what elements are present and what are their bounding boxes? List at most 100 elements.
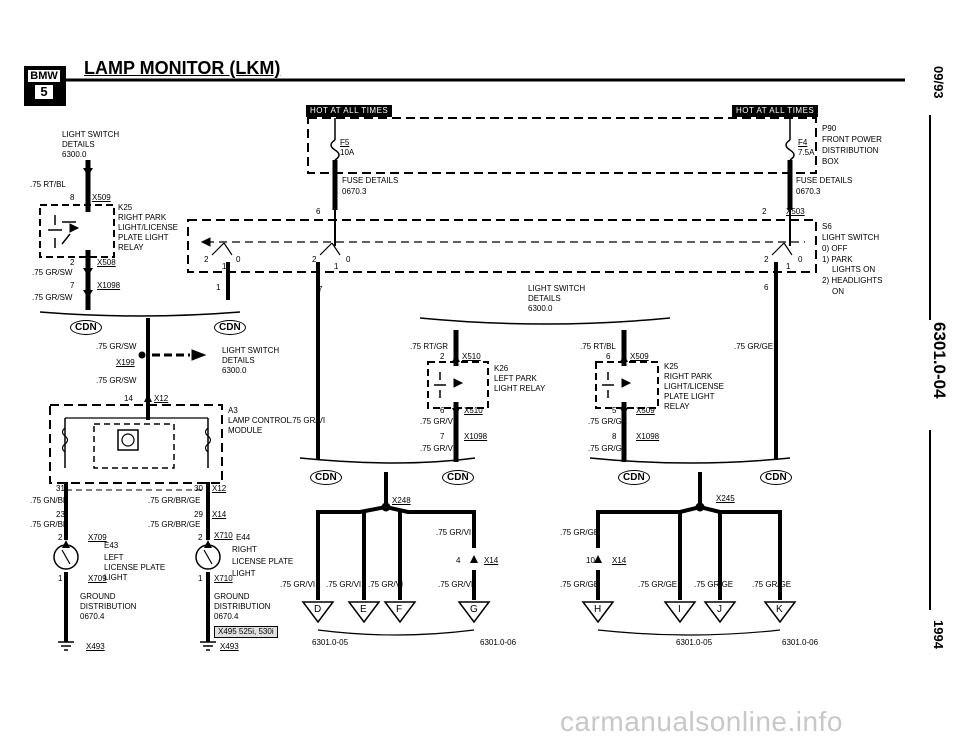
connector-f[interactable]: F xyxy=(396,604,403,615)
pin-label: 5 xyxy=(612,406,617,415)
connector-g[interactable]: G xyxy=(470,604,478,615)
wire-label: .75 GR/VI xyxy=(290,416,326,425)
wire-label: .75 GR/SW xyxy=(96,342,137,351)
lamp-id: E44 xyxy=(236,533,251,542)
pin-label: 8 xyxy=(70,193,75,202)
watermark: carmanualsonline.info xyxy=(560,706,843,737)
connector-label: X509 xyxy=(92,193,111,202)
cdn-oval: CDN xyxy=(310,470,342,485)
connector-label: X14 xyxy=(212,510,227,519)
pin-label: 6 xyxy=(606,352,611,361)
page-ref-link[interactable]: 6301.0-06 xyxy=(480,638,517,647)
switch-pos: 0 xyxy=(798,255,803,264)
connector-label: X1098 xyxy=(636,432,660,441)
cdn-oval: CDN xyxy=(618,470,650,485)
bmw-logo: BMW 5 xyxy=(24,66,66,106)
connector-label: X509 xyxy=(636,406,655,415)
cdn-oval: CDN xyxy=(442,470,474,485)
pin-label: 7 xyxy=(318,285,323,294)
connector-label: X510 xyxy=(462,352,481,361)
wire-label: .75 GR/GE xyxy=(588,417,628,426)
connector-label: X1098 xyxy=(97,281,121,290)
fuse-f4-amp: 7.5A xyxy=(798,148,815,157)
pin-label: 10 xyxy=(586,556,595,565)
fuse-f4: F4 xyxy=(798,138,808,147)
pin-label: 2 xyxy=(440,352,445,361)
wire-label: .75 GR/VI xyxy=(368,580,404,589)
connector-k[interactable]: K xyxy=(776,604,783,615)
wire-label: .75 RT/BL xyxy=(580,342,616,351)
connector-label: X12 xyxy=(154,394,169,403)
wire-label: .75 GR/VI xyxy=(280,580,316,589)
connector-label: X12 xyxy=(212,484,227,493)
pin-label: 7 xyxy=(440,432,445,441)
connector-label: X510 xyxy=(464,406,483,415)
connector-label: X509 xyxy=(630,352,649,361)
wire-label: .75 GR/VI xyxy=(436,528,472,537)
pin-label: 6 xyxy=(440,406,445,415)
year: 1994 xyxy=(931,620,946,649)
logo-brand: BMW xyxy=(27,69,61,83)
connector-label: X709 xyxy=(88,533,107,542)
wire-label: .75 GR/SW xyxy=(32,293,73,302)
pin-label: 29 xyxy=(194,510,203,519)
connector-d[interactable]: D xyxy=(314,604,322,615)
connector-label: X14 xyxy=(612,556,627,565)
connector-i[interactable]: I xyxy=(678,604,681,615)
connector-label: X493 xyxy=(86,642,105,651)
pin-label: 2 xyxy=(198,533,203,542)
switch-pos: 1 xyxy=(334,262,339,271)
wire-label: .75 GR/GE xyxy=(560,528,600,537)
wire-label: .75 GR/VI xyxy=(420,417,456,426)
wire-label: .75 GR/VI xyxy=(438,580,474,589)
connector-label: X503 xyxy=(786,207,805,216)
pin-label: 14 xyxy=(124,394,133,403)
wire-label: .75 GR/GE xyxy=(694,580,734,589)
connector-label: X199 xyxy=(116,358,135,367)
connector-label: X493 xyxy=(220,642,239,651)
page-ref-link[interactable]: 6301.0-06 xyxy=(782,638,819,647)
wire-label: .75 GR/VI xyxy=(420,444,456,453)
pin-label: 30 xyxy=(194,484,203,493)
cdn-oval: CDN xyxy=(760,470,792,485)
pin-label: 6 xyxy=(764,283,769,292)
pin-label: 4 xyxy=(456,556,461,565)
connector-e[interactable]: E xyxy=(360,604,367,615)
switch-pos: 1 xyxy=(222,262,227,271)
switch-pos: 0 xyxy=(346,255,351,264)
switch-pos: 2 xyxy=(204,255,209,264)
wire-label: .75 GR/SW xyxy=(32,268,73,277)
pin-label: 2 xyxy=(70,258,75,267)
wire-label: .75 GR/VI xyxy=(326,580,362,589)
switch-pos: 2 xyxy=(764,255,769,264)
hot-label-left: HOT AT ALL TIMES xyxy=(306,105,393,117)
switch-pos: 0 xyxy=(236,255,241,264)
hot-label-right: HOT AT ALL TIMES xyxy=(732,105,819,117)
pin-label: 6 xyxy=(316,207,321,216)
pin-label: 1 xyxy=(198,574,203,583)
logo-series: 5 xyxy=(35,85,53,99)
splice-label: X245 xyxy=(716,494,735,503)
wire-label: .75 GN/BR xyxy=(30,496,69,505)
connector-label: X709 xyxy=(88,574,107,583)
pin-label: 2 xyxy=(58,533,63,542)
wire-label: .75 GR/GE xyxy=(638,580,678,589)
pin-label: 23 xyxy=(56,510,65,519)
wire-label: .75 GR/BR xyxy=(30,520,69,529)
page-ref-link[interactable]: 6301.0-05 xyxy=(312,638,349,647)
pin-label: 7 xyxy=(70,281,75,290)
pin-label: 31 xyxy=(56,484,65,493)
connector-label: X1098 xyxy=(464,432,488,441)
shaded-note: X495 525i, 530i xyxy=(214,626,278,638)
wire-label: .75 GR/GE xyxy=(752,580,792,589)
splice-label: X248 xyxy=(392,496,411,505)
connector-label: X508 xyxy=(97,258,116,267)
connector-label: X710 xyxy=(214,531,233,540)
connector-h[interactable]: H xyxy=(594,604,602,615)
wire-label: .75 RT/BL xyxy=(30,180,66,189)
page-ref-link[interactable]: 6301.0-05 xyxy=(676,638,713,647)
page-title: LAMP MONITOR (LKM) xyxy=(84,58,281,78)
switch-pos: 1 xyxy=(786,262,791,271)
connector-j[interactable]: J xyxy=(717,604,722,615)
